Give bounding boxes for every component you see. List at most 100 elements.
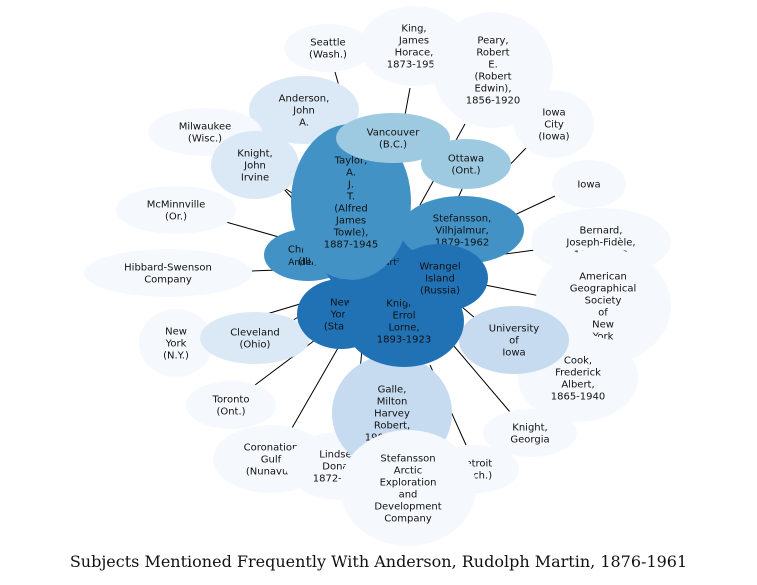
node-label-line: John bbox=[292, 106, 315, 117]
node-label-line: Albert, bbox=[561, 380, 594, 391]
node-label-line: City bbox=[544, 120, 564, 131]
node-label-line: Joseph-Fidèle, bbox=[565, 237, 635, 249]
node-label-line: (Mich.) bbox=[458, 471, 492, 482]
node-label-line: Lindsey, bbox=[319, 450, 361, 461]
node-label-line: (Ohio) bbox=[240, 340, 271, 351]
node-bubble bbox=[284, 24, 372, 72]
node-label-line: Irvine bbox=[241, 173, 269, 184]
edge-bernard bbox=[504, 249, 536, 255]
node-label-line: Vilhjalmur, bbox=[435, 226, 489, 237]
node-label-line: American bbox=[579, 272, 627, 283]
node-seattle[interactable]: Seattle(Wash.) bbox=[284, 24, 372, 72]
node-label-line: King, bbox=[401, 24, 426, 35]
edge-ags bbox=[484, 284, 541, 297]
node-label-line: Island bbox=[425, 274, 455, 285]
node-label-line: (Ont.) bbox=[451, 166, 480, 177]
node-label-line: Peary, bbox=[477, 36, 508, 47]
node-bubble bbox=[552, 160, 626, 208]
node-label-line: (Alfred bbox=[334, 204, 367, 215]
node-bubble bbox=[421, 139, 511, 189]
node-label-line: A. bbox=[299, 118, 309, 129]
node-cleveland[interactable]: Cleveland(Ohio) bbox=[200, 312, 310, 364]
node-label-line: Iowa bbox=[542, 108, 565, 119]
node-knight-georgia[interactable]: Knight,Georgia bbox=[483, 409, 577, 457]
node-label-line: 1893-1923 bbox=[377, 335, 432, 346]
node-label-line: E. bbox=[488, 60, 498, 71]
node-iowa[interactable]: Iowa bbox=[552, 160, 626, 208]
node-ottawa[interactable]: Ottawa(Ont.) bbox=[421, 139, 511, 189]
node-label-line: and bbox=[399, 490, 418, 501]
node-label-line: Taylor, bbox=[334, 156, 368, 167]
node-label-line: John bbox=[243, 161, 266, 172]
node-label-line: Lorne, bbox=[388, 323, 419, 334]
node-label-line: J. bbox=[347, 180, 354, 191]
node-label-line: Cook, bbox=[564, 356, 592, 367]
graph-caption: Subjects Mentioned Frequently With Ander… bbox=[69, 552, 688, 571]
node-label-line: Milton bbox=[377, 397, 408, 408]
node-label-line: York bbox=[592, 332, 614, 343]
node-label-line: Cleveland bbox=[230, 328, 280, 339]
node-label-line: Robert bbox=[476, 48, 509, 59]
node-label-line: Horace, bbox=[395, 48, 434, 59]
edge-king-james bbox=[404, 87, 411, 116]
node-label-line: Company bbox=[144, 275, 192, 286]
node-label-line: Coronation bbox=[244, 443, 299, 454]
node-label-line: Vancouver bbox=[367, 128, 421, 139]
node-label-line: (Wisc.) bbox=[188, 134, 222, 145]
node-label-line: 1879-1962 bbox=[435, 238, 490, 249]
node-label-line: Galle, bbox=[378, 385, 407, 396]
node-label-line: Knight, bbox=[386, 299, 421, 310]
node-label-line: Seattle bbox=[310, 38, 345, 49]
node-label-line: Society bbox=[585, 296, 622, 307]
node-label-line: Errol bbox=[392, 311, 415, 322]
node-label-line: Stefansson, bbox=[433, 214, 491, 225]
node-bubble bbox=[200, 312, 310, 364]
node-bubble bbox=[336, 113, 450, 163]
node-label-line: (Wash.) bbox=[309, 50, 347, 61]
node-label-line: Edwin), bbox=[474, 84, 511, 95]
node-bubble bbox=[483, 409, 577, 457]
node-bubble bbox=[211, 131, 299, 199]
node-label-line: Anderson, bbox=[279, 94, 330, 105]
node-label-line: Bernard, bbox=[580, 226, 623, 237]
node-label-line: Stefansson bbox=[380, 454, 435, 465]
node-taylor[interactable]: Taylor,A.J.T.(AlfredJamesTowle),1887-194… bbox=[291, 124, 411, 280]
node-label-line: (B.C.) bbox=[379, 140, 407, 151]
node-toronto[interactable]: Toronto(Ont.) bbox=[186, 381, 276, 429]
node-bubble bbox=[291, 124, 411, 280]
node-label-line: University bbox=[489, 324, 540, 335]
node-label-line: (State) bbox=[324, 322, 358, 333]
node-label-line: (Ont.) bbox=[216, 407, 245, 418]
node-mcminnville[interactable]: McMinnville(Or.) bbox=[116, 186, 236, 234]
graph-nodes: Seattle(Wash.)King,JamesHorace,1873-1955… bbox=[84, 6, 671, 546]
node-bubble bbox=[392, 244, 488, 312]
node-vancouver[interactable]: Vancouver(B.C.) bbox=[336, 113, 450, 163]
node-bubble bbox=[514, 90, 594, 158]
node-label-line: Donald bbox=[322, 462, 357, 473]
node-bubble bbox=[433, 12, 553, 128]
node-label-line: Ottawa bbox=[448, 154, 484, 165]
node-label-line: Milwaukee bbox=[179, 122, 232, 133]
node-bubble bbox=[139, 309, 213, 377]
node-label-line: York bbox=[330, 310, 352, 321]
node-label-line: Knight, bbox=[237, 149, 272, 160]
node-label-line: New bbox=[165, 327, 187, 338]
node-label-line: (Robert bbox=[474, 72, 511, 83]
node-bubble bbox=[459, 306, 569, 374]
node-label-line: Arctic bbox=[394, 466, 422, 477]
node-label-line: Development bbox=[374, 502, 441, 513]
node-sae[interactable]: StefanssonArcticExplorationandDevelopmen… bbox=[340, 430, 476, 546]
node-label-line: Knight, bbox=[512, 423, 547, 434]
node-bubble bbox=[186, 381, 276, 429]
node-label-line: New bbox=[330, 298, 352, 309]
node-label-line: (Nunavut) bbox=[246, 467, 296, 478]
node-label-line: T. bbox=[346, 192, 355, 203]
